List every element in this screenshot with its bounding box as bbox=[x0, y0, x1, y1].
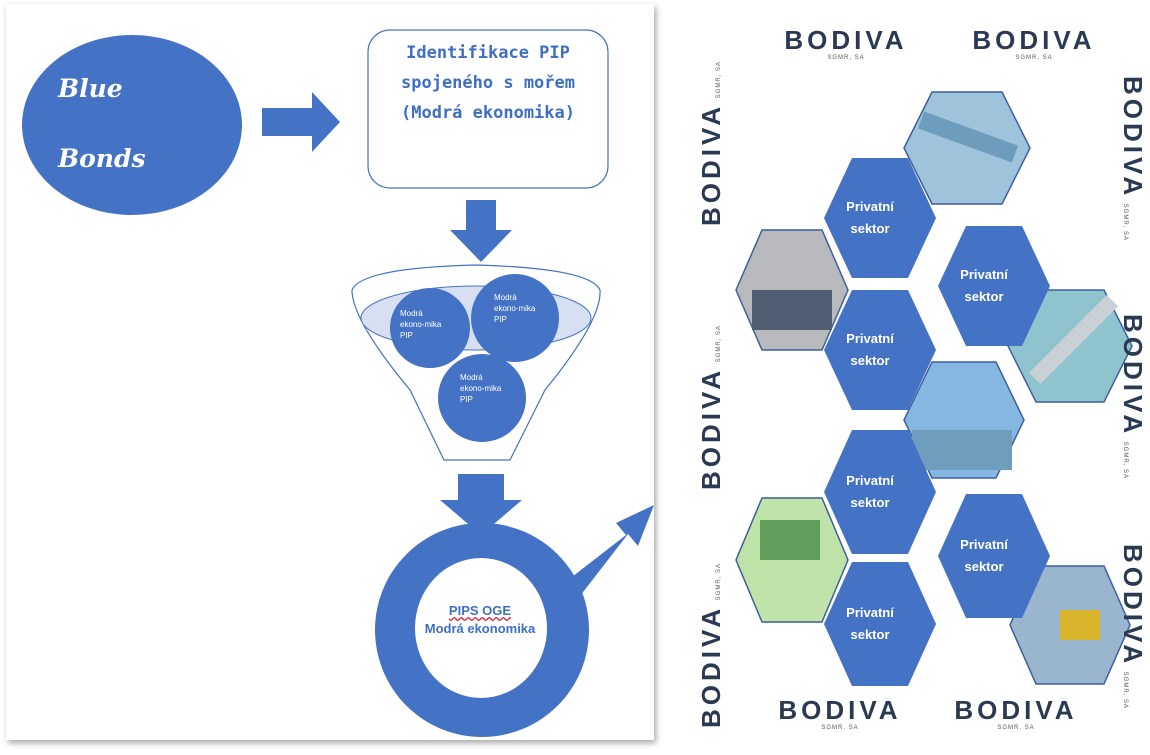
down-arrow-2 bbox=[440, 474, 522, 535]
hex-image-bridge-top bbox=[903, 91, 1031, 205]
result-ring-inner bbox=[415, 558, 547, 698]
diagonal-arrow bbox=[568, 505, 654, 596]
logo-top-right: BODIVA SGMR, SA bbox=[964, 26, 1104, 62]
logo-sub: SGMR, SA bbox=[821, 725, 859, 731]
hex-blue-3 bbox=[824, 290, 936, 410]
vlogo-right-1: BODIVA SGMR, SA bbox=[1117, 76, 1148, 241]
logo-sub: SGMR, SA bbox=[1122, 203, 1128, 241]
logo-name: BODIVA bbox=[784, 25, 908, 55]
identify-box-frame bbox=[367, 29, 609, 189]
funnel-circle-label-2: Modrá ekono-mika PIP bbox=[494, 293, 536, 324]
hex-label-4: Privatní sektor bbox=[846, 473, 894, 510]
hex-image-green-city bbox=[735, 497, 849, 623]
vlogo-left-3: BODIVA SGMR, SA bbox=[696, 563, 727, 728]
logo-sub: SGMR, SA bbox=[1122, 441, 1128, 479]
down-arrow-1 bbox=[450, 200, 512, 262]
hex-image-bridge-right bbox=[1007, 289, 1133, 403]
logo-top-left: BODIVA SGMR, SA bbox=[776, 26, 916, 62]
vlogo-left-2: BODIVA SGMR, SA bbox=[696, 325, 727, 490]
logo-sub: SGMR, SA bbox=[1122, 671, 1128, 709]
logo-name: BODIVA bbox=[778, 695, 902, 725]
logo-name: BODIVA bbox=[696, 604, 726, 728]
hex-label-3: Privatní sektor bbox=[846, 331, 894, 368]
hex-blue-6 bbox=[824, 562, 936, 686]
funnel-circle-3 bbox=[438, 354, 526, 442]
logo-sub: SGMR, SA bbox=[997, 725, 1035, 731]
hex-image-excavator bbox=[1009, 565, 1131, 685]
hex-image-port bbox=[735, 229, 849, 351]
result-text: PIPS OGE Modrá ekonomika bbox=[418, 602, 542, 638]
hex-blue-2 bbox=[938, 226, 1050, 346]
logo-bottom-left: BODIVA SGMR, SA bbox=[770, 696, 910, 732]
hex-label-2: Privatní sektor bbox=[960, 267, 1008, 304]
hex-blue-1 bbox=[824, 158, 936, 278]
logo-name: BODIVA bbox=[696, 102, 726, 226]
blue-bonds-line1: Blue bbox=[58, 74, 123, 103]
hex-blue-4 bbox=[824, 430, 936, 554]
funnel-circle-label-1: Modrá ekono-mika PIP bbox=[400, 309, 442, 340]
result-line1: PIPS OGE bbox=[448, 603, 512, 618]
vlogo-left-1: BODIVA SGMR, SA bbox=[696, 61, 727, 226]
funnel-circle-1 bbox=[390, 288, 470, 368]
hex-label-6: Privatní sektor bbox=[846, 605, 894, 642]
logo-sub: SGMR, SA bbox=[716, 325, 722, 363]
vlogo-right-2: BODIVA SGMR, SA bbox=[1117, 314, 1148, 479]
logo-name: BODIVA bbox=[954, 695, 1078, 725]
hex-image-city bbox=[903, 361, 1025, 479]
logo-name: BODIVA bbox=[972, 25, 1096, 55]
identify-box-text: Identifikace PIP spojeného s mořem (Modr… bbox=[401, 43, 575, 123]
hex-label-1: Privatní sektor bbox=[846, 199, 894, 236]
vlogo-right-3: BODIVA SGMR, SA bbox=[1117, 544, 1148, 709]
funnel-circle-label-3: Modrá ekono-mika PIP bbox=[460, 373, 502, 404]
logo-name: BODIVA bbox=[1118, 544, 1148, 668]
hex-blue-5 bbox=[938, 494, 1050, 618]
logo-sub: SGMR, SA bbox=[716, 563, 722, 601]
logo-sub: SGMR, SA bbox=[827, 55, 865, 61]
result-line2: Modrá ekonomika bbox=[424, 621, 536, 636]
right-arrow bbox=[262, 92, 340, 152]
logo-name: BODIVA bbox=[1118, 314, 1148, 438]
blue-bonds-line2: Bonds bbox=[58, 144, 146, 173]
logo-bottom-right: BODIVA SGMR, SA bbox=[946, 696, 1086, 732]
blue-bonds-ellipse bbox=[22, 35, 242, 215]
hex-grid bbox=[735, 91, 1133, 686]
logo-sub: SGMR, SA bbox=[1015, 55, 1053, 61]
hex-label-5: Privatní sektor bbox=[960, 537, 1008, 574]
logo-name: BODIVA bbox=[696, 366, 726, 490]
funnel-circle-2 bbox=[471, 274, 559, 362]
logo-name: BODIVA bbox=[1118, 76, 1148, 200]
logo-sub: SGMR, SA bbox=[716, 61, 722, 99]
